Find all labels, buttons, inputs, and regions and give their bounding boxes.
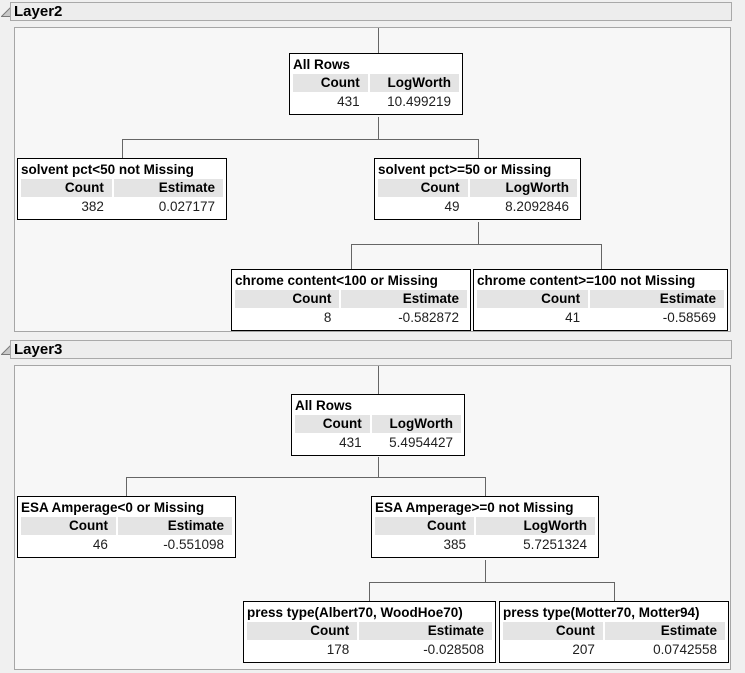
column-header-stat: Estimate bbox=[341, 290, 467, 308]
tree-connector bbox=[485, 477, 486, 496]
tree-connector bbox=[369, 582, 615, 583]
column-header-count: Count bbox=[295, 415, 370, 433]
tree-connector bbox=[122, 139, 123, 158]
count-value: 382 bbox=[81, 199, 104, 214]
stat-value: -0.028508 bbox=[423, 642, 484, 657]
tree-node-solvent-lt50: solvent pct<50 not Missing Count Estimat… bbox=[17, 158, 227, 220]
tree-node-all-rows: All Rows Count LogWorth 431 10.499219 bbox=[289, 53, 463, 115]
count-value: 49 bbox=[444, 199, 460, 214]
column-header-stat: Estimate bbox=[590, 290, 724, 308]
column-header-count: Count bbox=[378, 179, 468, 197]
tree-node-chrome-ge100: chrome content>=100 not Missing Count Es… bbox=[473, 269, 728, 331]
column-header-stat: Estimate bbox=[113, 179, 223, 197]
node-title: ESA Amperage<0 or Missing bbox=[21, 500, 205, 515]
tree-node-esa-ge0: ESA Amperage>=0 not Missing Count LogWor… bbox=[371, 496, 599, 558]
column-header-count: Count bbox=[477, 290, 589, 308]
tree-connector bbox=[378, 457, 379, 477]
node-title: All Rows bbox=[295, 398, 353, 413]
tree-connector bbox=[126, 477, 486, 478]
count-value: 385 bbox=[443, 537, 466, 552]
tree-connector bbox=[378, 366, 379, 394]
section-header-layer2[interactable]: Layer2 bbox=[10, 2, 732, 21]
tree-node-solvent-ge50: solvent pct>=50 or Missing Count LogWort… bbox=[374, 158, 581, 220]
column-header-count: Count bbox=[235, 290, 340, 308]
node-title: chrome content>=100 not Missing bbox=[477, 273, 696, 288]
column-header-count: Count bbox=[247, 622, 358, 640]
node-title: chrome content<100 or Missing bbox=[235, 273, 438, 288]
count-value: 431 bbox=[337, 94, 360, 109]
stat-value: 0.0742558 bbox=[653, 642, 717, 657]
layer3-tree-panel: All Rows Count LogWorth 431 5.4954427 ES… bbox=[14, 365, 731, 670]
stat-value: 5.7251324 bbox=[523, 537, 587, 552]
count-value: 8 bbox=[323, 310, 332, 325]
node-title: press type(Albert70, WoodHoe70) bbox=[247, 605, 463, 620]
tree-node-press-motter: press type(Motter70, Motter94) Count Est… bbox=[499, 601, 729, 663]
stat-value: -0.551098 bbox=[163, 537, 224, 552]
column-header-count: Count bbox=[21, 179, 112, 197]
tree-node-press-albert-woodhoe: press type(Albert70, WoodHoe70) Count Es… bbox=[243, 601, 496, 663]
count-value: 178 bbox=[326, 642, 350, 657]
stat-value: -0.58569 bbox=[662, 310, 716, 325]
tree-node-esa-lt0: ESA Amperage<0 or Missing Count Estimate… bbox=[17, 496, 236, 558]
column-header-stat: Estimate bbox=[359, 622, 492, 640]
stat-value: -0.582872 bbox=[398, 310, 459, 325]
node-title: ESA Amperage>=0 not Missing bbox=[375, 500, 574, 515]
section-header-layer3[interactable]: Layer3 bbox=[10, 340, 732, 359]
tree-connector bbox=[351, 244, 352, 269]
node-title: press type(Motter70, Motter94) bbox=[503, 605, 700, 620]
tree-connector bbox=[478, 139, 479, 158]
stat-value: 8.2092846 bbox=[505, 199, 569, 214]
tree-connector bbox=[378, 117, 379, 139]
tree-connector bbox=[478, 222, 479, 244]
column-header-stat: LogWorth bbox=[469, 179, 577, 197]
tree-connector bbox=[126, 477, 127, 496]
tree-connector bbox=[351, 244, 602, 245]
column-header-stat: Estimate bbox=[117, 517, 232, 535]
node-title: solvent pct>=50 or Missing bbox=[378, 162, 552, 177]
count-value: 431 bbox=[339, 435, 362, 450]
tree-node-all-rows: All Rows Count LogWorth 431 5.4954427 bbox=[291, 394, 465, 456]
column-header-count: Count bbox=[375, 517, 474, 535]
tree-node-chrome-lt100: chrome content<100 or Missing Count Esti… bbox=[231, 269, 471, 331]
column-header-count: Count bbox=[293, 74, 368, 92]
stat-value: 10.499219 bbox=[387, 94, 451, 109]
column-header-stat: Estimate bbox=[604, 622, 725, 640]
tree-connector bbox=[601, 244, 602, 269]
section-title: Layer3 bbox=[14, 341, 63, 358]
count-value: 41 bbox=[565, 310, 581, 325]
layer2-tree-panel: All Rows Count LogWorth 431 10.499219 so… bbox=[14, 27, 731, 332]
tree-connector bbox=[614, 582, 615, 601]
tree-connector bbox=[485, 560, 486, 582]
tree-connector bbox=[369, 582, 370, 601]
tree-connector bbox=[378, 28, 379, 53]
node-title: All Rows bbox=[293, 57, 351, 72]
stat-value: 0.027177 bbox=[158, 199, 215, 214]
count-value: 207 bbox=[572, 642, 595, 657]
column-header-stat: LogWorth bbox=[476, 517, 595, 535]
column-header-count: Count bbox=[503, 622, 603, 640]
count-value: 46 bbox=[92, 537, 108, 552]
column-header-stat: LogWorth bbox=[371, 415, 461, 433]
column-header-stat: LogWorth bbox=[369, 74, 459, 92]
stat-value: 5.4954427 bbox=[389, 435, 453, 450]
node-title: solvent pct<50 not Missing bbox=[21, 162, 194, 177]
section-title: Layer2 bbox=[14, 3, 63, 20]
column-header-count: Count bbox=[21, 517, 116, 535]
tree-connector bbox=[122, 139, 479, 140]
